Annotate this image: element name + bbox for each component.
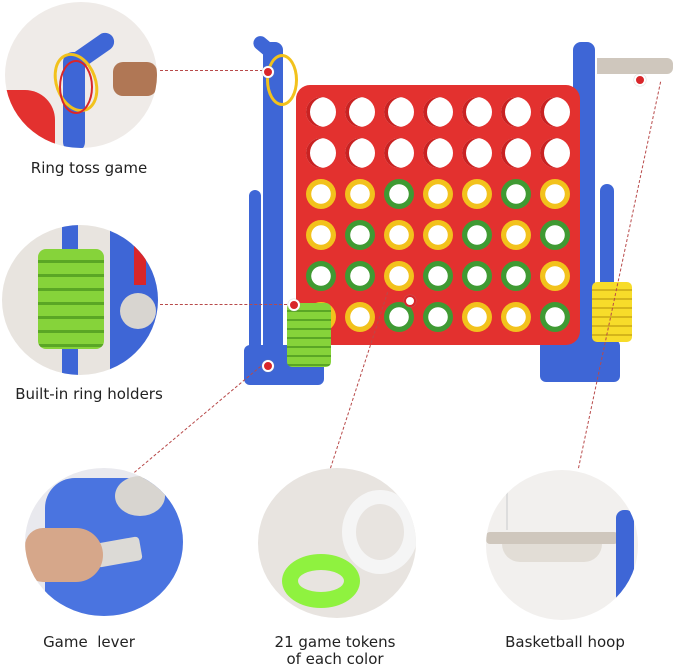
board-slot <box>501 179 531 209</box>
board-slot <box>306 97 336 127</box>
caption-game-lever: Game lever <box>43 633 135 651</box>
green-token-stack <box>287 303 331 367</box>
caption-ring-toss: Ring toss game <box>30 159 148 177</box>
board-slot <box>462 302 492 332</box>
board-slot <box>462 138 492 168</box>
basketball-hoop-rim <box>597 58 673 74</box>
board-slot <box>540 220 570 250</box>
caption-game-tokens-line1: 21 game tokens <box>274 633 396 651</box>
board-slot <box>540 302 570 332</box>
marker-game-lever <box>262 360 274 372</box>
board-slot <box>345 261 375 291</box>
marker-ring-holders <box>288 299 300 311</box>
left-frame-post <box>263 42 283 382</box>
right-base <box>540 340 620 382</box>
game-lever-detail-image <box>25 468 183 616</box>
board-slot <box>462 220 492 250</box>
board-slot <box>306 220 336 250</box>
board-slot <box>540 138 570 168</box>
board-slot <box>423 138 453 168</box>
board-slot <box>501 220 531 250</box>
ring-holder-detail-image <box>2 225 158 375</box>
board-slot <box>384 261 414 291</box>
board-slot <box>540 179 570 209</box>
board-slot <box>540 261 570 291</box>
board-slot <box>423 261 453 291</box>
ring-toss-detail-image <box>5 2 157 148</box>
leader-ring-toss <box>160 70 268 71</box>
yellow-token-stack <box>592 282 632 342</box>
board-slot <box>384 220 414 250</box>
board-slot <box>501 97 531 127</box>
caption-game-tokens: 21 game tokens of each color <box>246 634 424 668</box>
board-slot <box>384 138 414 168</box>
leader-ring-holders <box>160 304 292 305</box>
game-tokens-detail-image <box>258 468 416 618</box>
board-slot <box>423 302 453 332</box>
board-slot <box>306 261 336 291</box>
board-slot <box>306 138 336 168</box>
marker-game-tokens <box>404 295 416 307</box>
board-slot <box>345 179 375 209</box>
board-slot <box>345 138 375 168</box>
basketball-hoop-detail-image <box>486 470 638 620</box>
leader-game-lever <box>134 362 265 473</box>
left-ring-holder-peg-outer <box>249 190 261 380</box>
board-slot <box>501 138 531 168</box>
marker-basketball-hoop <box>634 74 646 86</box>
board-slot <box>462 179 492 209</box>
board-slot <box>501 261 531 291</box>
board-slot <box>540 97 570 127</box>
board-slot <box>462 261 492 291</box>
board-slot <box>384 302 414 332</box>
board-slot <box>345 97 375 127</box>
board-slot <box>423 179 453 209</box>
board-slot <box>384 179 414 209</box>
board-slot <box>423 97 453 127</box>
board-slot <box>501 302 531 332</box>
board-slot <box>384 97 414 127</box>
connect-four-board <box>296 85 580 345</box>
board-slot <box>306 179 336 209</box>
board-slot <box>345 302 375 332</box>
board-slot <box>462 97 492 127</box>
board-slot <box>423 220 453 250</box>
caption-ring-holders: Built-in ring holders <box>15 385 163 403</box>
marker-ring-toss <box>262 66 274 78</box>
ring-toss-rings <box>266 54 298 106</box>
caption-basketball-hoop: Basketball hoop <box>505 633 625 651</box>
caption-game-tokens-line2: of each color <box>286 650 384 668</box>
board-slot <box>345 220 375 250</box>
